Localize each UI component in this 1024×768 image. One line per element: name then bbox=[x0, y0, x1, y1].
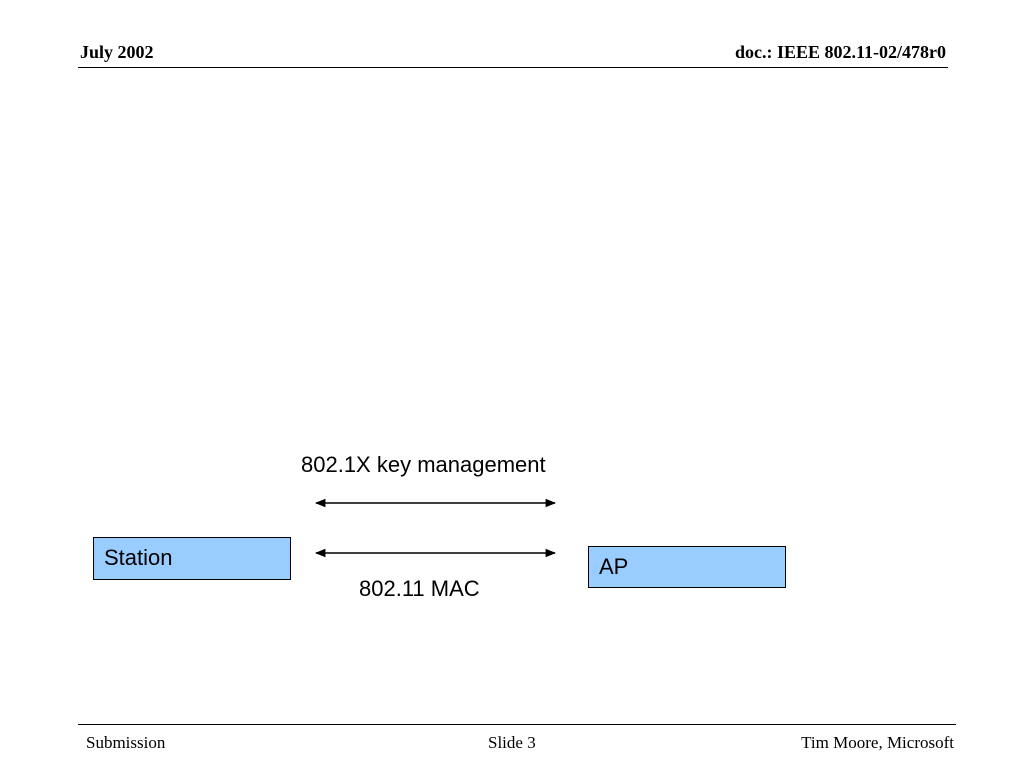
header-divider bbox=[78, 67, 948, 68]
ap-box: AP bbox=[588, 546, 786, 588]
footer-slide-number: Slide 3 bbox=[488, 733, 536, 752]
ap-label: AP bbox=[599, 554, 629, 579]
station-box: Station bbox=[93, 537, 291, 580]
header-date: July 2002 bbox=[80, 42, 154, 62]
footer-author: Tim Moore, Microsoft bbox=[801, 733, 954, 752]
header-doc-id: doc.: IEEE 802.11-02/478r0 bbox=[734, 42, 946, 62]
key-management-label: 802.1X key management bbox=[301, 452, 546, 477]
footer-divider bbox=[78, 724, 956, 725]
station-label: Station bbox=[104, 545, 173, 570]
footer-submission: Submission bbox=[86, 733, 166, 752]
mac-label: 802.11 MAC bbox=[359, 576, 480, 601]
